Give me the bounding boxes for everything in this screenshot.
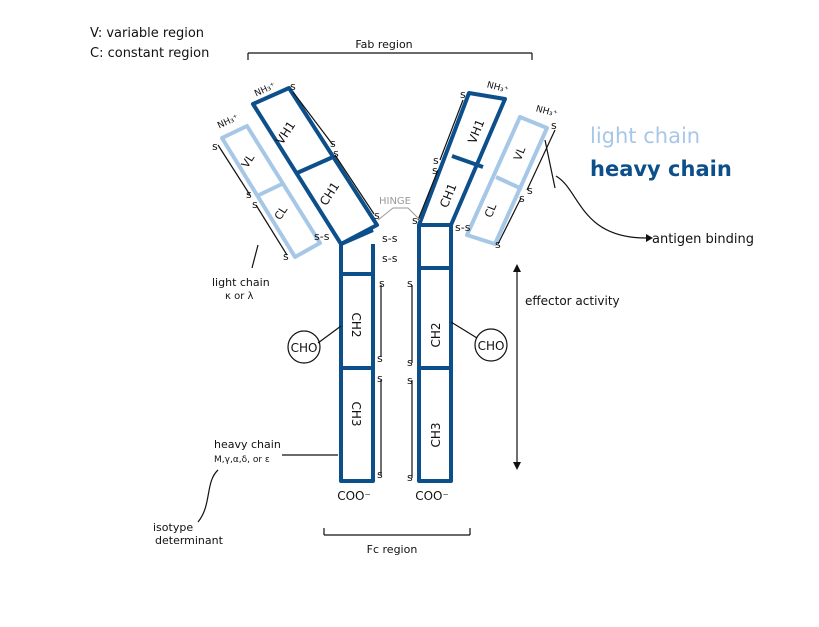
light-chain-note-pointer: [251, 244, 259, 269]
effector-activity-label: effector activity: [525, 294, 620, 308]
isotype-arrow: [197, 469, 219, 523]
right-cl-label: CL: [482, 201, 500, 219]
svg-text:s: s: [407, 471, 413, 484]
svg-text:s: s: [377, 468, 383, 481]
left-vh-ch-divider: [296, 155, 334, 175]
right-vh1-label: VH1: [465, 117, 487, 145]
left-heavy-stem: [339, 244, 375, 483]
left-cho-label: CHO: [291, 341, 318, 355]
hinge-disulfide-2: s-s: [382, 252, 398, 265]
effector-arrow-top: [513, 264, 521, 272]
right-light-nh3: NH₃⁺: [535, 104, 559, 119]
svg-text:s: s: [495, 238, 501, 251]
svg-text:s: s: [551, 119, 557, 132]
left-vh1-label: VH1: [273, 119, 298, 147]
right-cho-link: [450, 321, 478, 339]
svg-text:s: s: [377, 352, 383, 365]
antigen-binding-span: [544, 139, 556, 189]
left-coo: COO⁻: [337, 489, 371, 503]
svg-text:s: s: [374, 209, 380, 222]
right-vl-label: VL: [511, 144, 528, 162]
svg-text:s: s: [290, 80, 296, 93]
right-cho-label: CHO: [478, 339, 505, 353]
left-cho-circle: [287, 330, 321, 364]
svg-text:s-s: s-s: [455, 221, 471, 234]
svg-text:s: s: [407, 277, 413, 290]
left-heavy-fab: [251, 86, 379, 246]
svg-text:s: s: [432, 164, 438, 177]
left-light-nh3: NH₃⁺: [216, 113, 240, 131]
right-heavy-stem: [417, 225, 453, 483]
left-vl-cl-divider: [258, 181, 285, 197]
key-light-chain: light chain: [590, 124, 700, 148]
light-chain-types: κ or λ: [225, 291, 253, 302]
right-vh-ch-divider: [451, 154, 484, 169]
legend-constant: C: constant region: [90, 46, 209, 61]
antigen-binding-arrow: [555, 175, 647, 239]
left-cl-label: CL: [272, 203, 291, 222]
fab-region-label: Fab region: [355, 38, 412, 51]
right-heavy-nh3: NH₃⁺: [486, 80, 510, 95]
svg-text:s: s: [212, 140, 218, 153]
antigen-binding-label: antigen binding: [652, 232, 754, 247]
heavy-chain-types: M,γ,α,δ, or ε: [214, 455, 270, 465]
left-ch3-label: CH3: [349, 401, 363, 426]
isotype-label-1: isotype: [153, 521, 193, 534]
stem-disulfides: s s s s s s s s: [377, 277, 413, 484]
left-light-chain: [220, 124, 322, 259]
effector-arrow-bottom: [513, 462, 521, 470]
left-stem-top: [340, 228, 374, 246]
svg-text:s: s: [330, 137, 336, 150]
right-coo: COO⁻: [415, 489, 449, 503]
svg-text:s: s: [519, 192, 525, 205]
right-ch3-label: CH3: [429, 422, 443, 447]
left-ch2-label: CH2: [349, 312, 363, 337]
svg-text:s: s: [283, 250, 289, 263]
right-arm-disulfides: s s s s s s s s s-s: [412, 88, 557, 251]
right-light-chain: [465, 115, 549, 246]
svg-text:s: s: [460, 88, 466, 101]
fab-bracket: [247, 52, 533, 60]
svg-text:s-s: s-s: [314, 230, 330, 243]
right-vl-cl-divider: [495, 175, 523, 191]
hinge-disulfide-1: s-s: [382, 232, 398, 245]
hinge-line: [377, 207, 421, 221]
legend-variable: V: variable region: [90, 26, 204, 41]
hinge-label: HINGE: [379, 196, 411, 207]
fc-bracket: [323, 528, 471, 536]
light-chain-note: light chain: [212, 276, 270, 289]
heavy-chain-note: heavy chain: [214, 438, 281, 451]
svg-text:s: s: [433, 154, 439, 167]
left-arm-disulfides: s s s s s s s s s-s: [212, 80, 380, 263]
antigen-arrowhead: [646, 234, 653, 242]
svg-text:s: s: [333, 147, 339, 160]
right-cho-circle: [474, 328, 508, 362]
svg-text:s: s: [407, 374, 413, 387]
right-ch2-label: CH2: [429, 322, 443, 347]
svg-text:s: s: [252, 198, 258, 211]
svg-text:s: s: [412, 214, 418, 227]
svg-text:s: s: [246, 188, 252, 201]
fc-region-label: Fc region: [367, 543, 418, 556]
svg-text:s: s: [379, 277, 385, 290]
svg-text:s: s: [527, 184, 533, 197]
left-ch1-label: CH1: [317, 180, 342, 209]
svg-text:s: s: [377, 372, 383, 385]
left-cho-link: [317, 325, 342, 344]
svg-text:s: s: [407, 356, 413, 369]
isotype-label-2: determinant: [155, 534, 224, 547]
right-ch1-label: CH1: [437, 181, 459, 209]
key-heavy-chain: heavy chain: [590, 157, 732, 181]
